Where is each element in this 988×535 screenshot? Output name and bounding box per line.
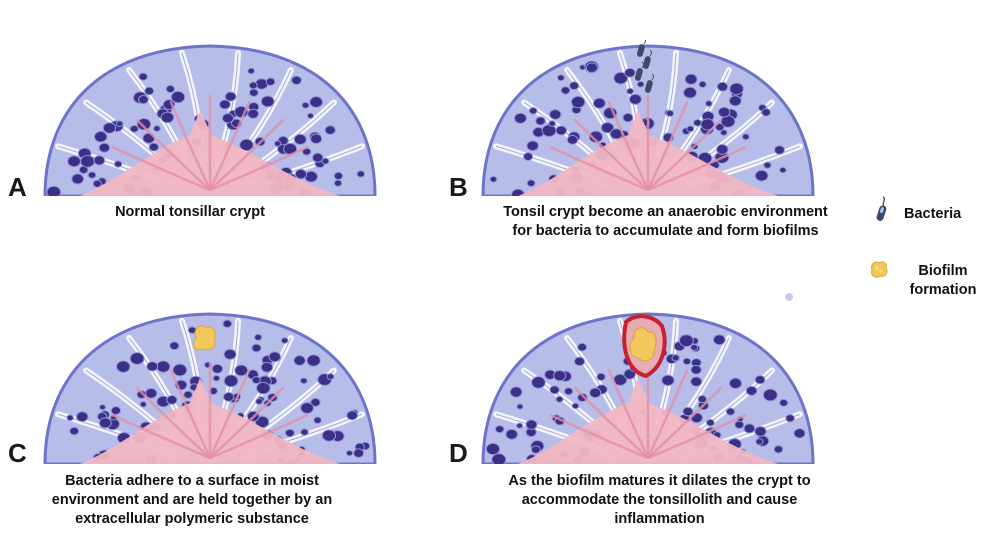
tonsil-illustration-anaerobic [478, 40, 818, 196]
stray-dot [785, 293, 793, 301]
caption-a: Normal tonsillar crypt [60, 203, 320, 222]
caption-b: Tonsil crypt become an anaerobic environ… [503, 203, 828, 241]
panel-letter-b: B [449, 174, 468, 200]
caption-d: As the biofilm matures it dilates the cr… [507, 472, 812, 529]
caption-c: Bacteria adhere to a surface in moist en… [42, 472, 342, 529]
panel-letter-c: C [8, 440, 27, 466]
legend-biofilm-label: Biofilm formation [900, 262, 986, 300]
panel-b [478, 40, 818, 196]
panel-c [40, 308, 380, 464]
panel-a [40, 40, 380, 196]
tonsil-illustration-inflamed [478, 308, 818, 464]
biofilm-icon [868, 258, 890, 280]
tonsil-illustration-adhesion [40, 308, 380, 464]
legend-bacteria-label: Bacteria [904, 205, 984, 224]
panel-d [478, 308, 818, 464]
panel-letter-d: D [449, 440, 468, 466]
tonsil-illustration-normal [40, 40, 380, 196]
panel-letter-a: A [8, 174, 27, 200]
bacteria-icon [869, 195, 891, 225]
